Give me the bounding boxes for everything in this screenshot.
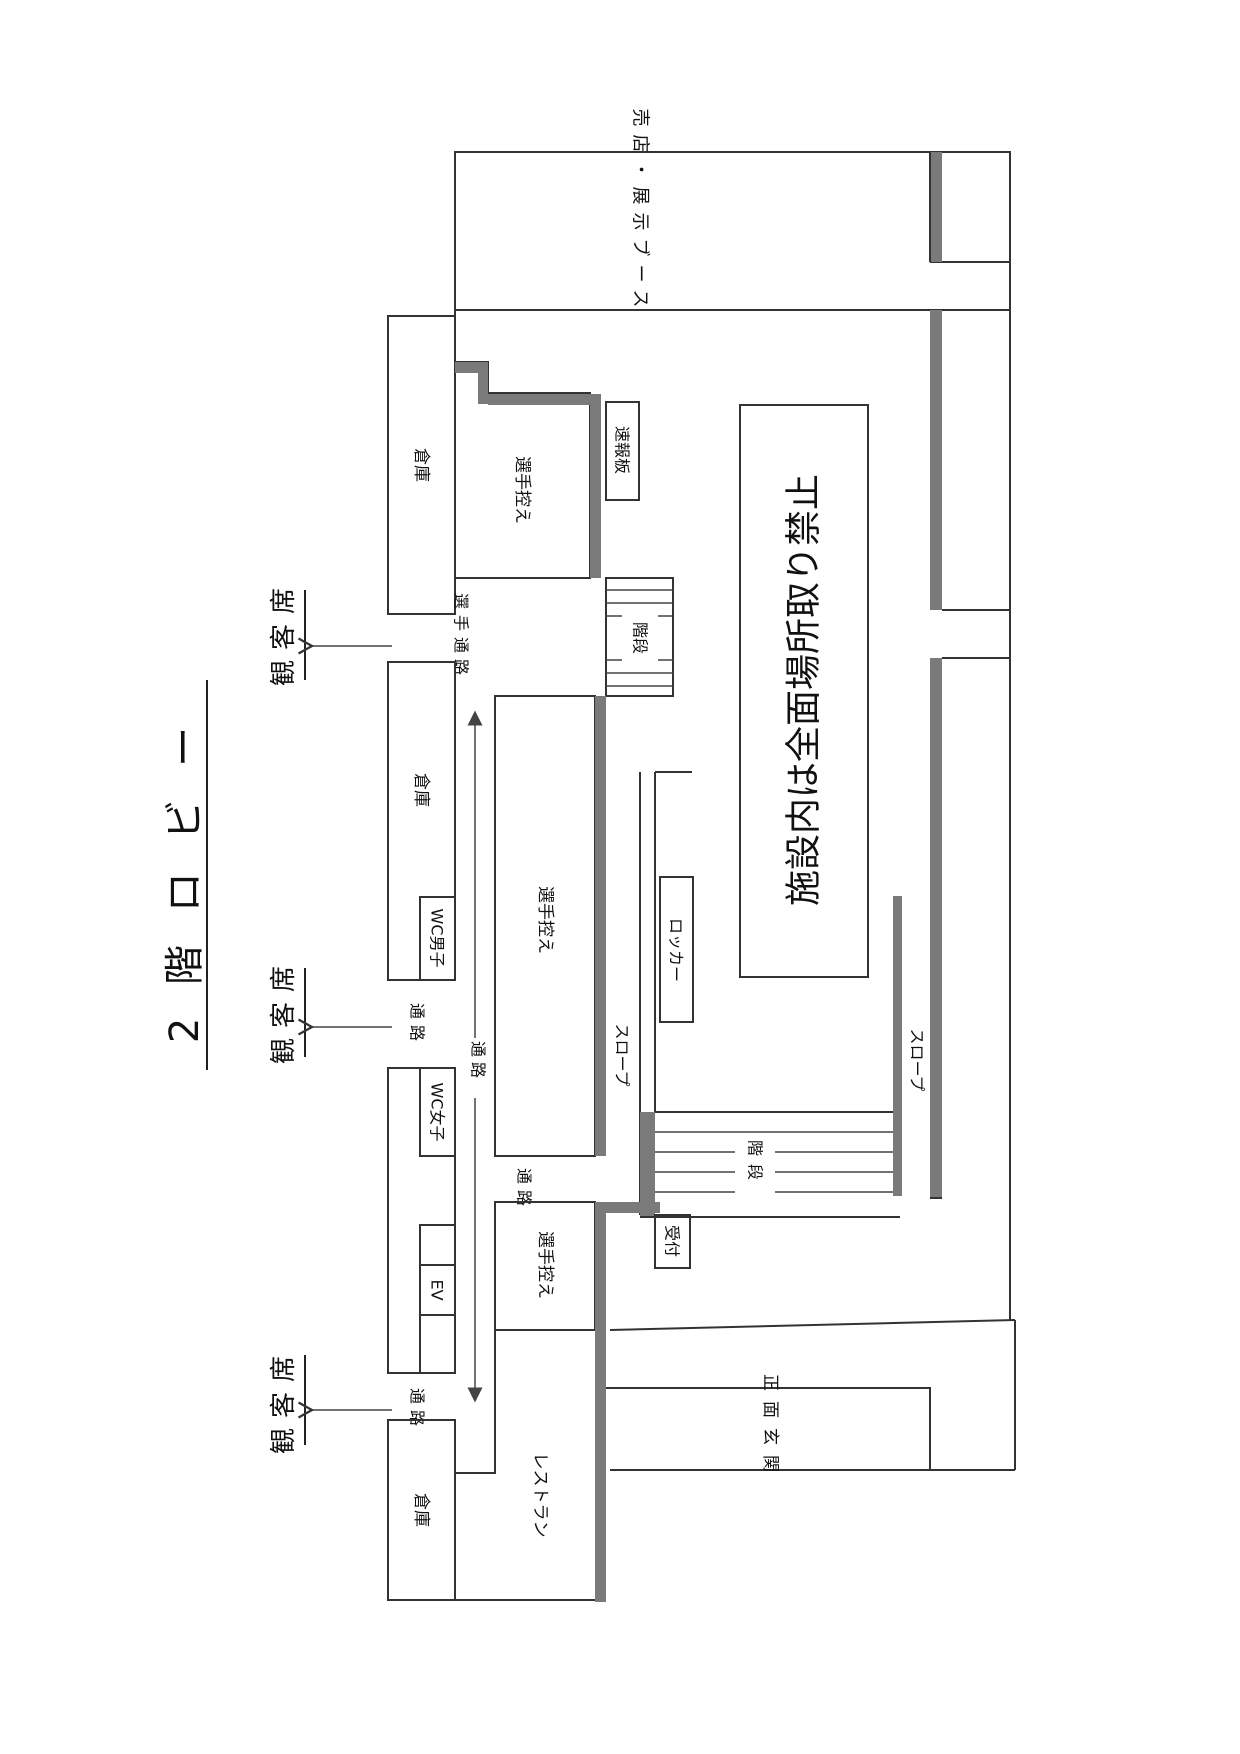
restaurant-label: レストラン [530, 1453, 550, 1538]
waiting-room-middle: 選手控え [494, 695, 606, 1157]
slope-left-label: スロープ [613, 1023, 632, 1086]
restaurant: レストラン [455, 1329, 595, 1601]
main-entrance: 正面玄関 [606, 1374, 931, 1482]
player-passage-label: 選手通路 [452, 593, 471, 681]
reception-label: 受付 [663, 1225, 682, 1257]
reception: 受付 [654, 1214, 691, 1269]
locker: ロッカー [659, 876, 694, 1023]
storage-top: 倉庫 [387, 315, 456, 615]
slope-right: スロープ [893, 896, 942, 1199]
storage-middle-label: 倉庫 [411, 773, 431, 807]
floor-title: 2 階 ロ ビ ー [162, 717, 208, 1043]
seating-bottom: 観客席 [269, 1346, 392, 1454]
storage-top-label: 倉庫 [411, 448, 431, 482]
wc-women-block: WC女子 [387, 1067, 456, 1374]
stairs-top: 階段 [605, 577, 674, 697]
locker-label: ロッカー [667, 918, 686, 982]
scoreboard-label: 速報板 [613, 426, 632, 474]
passage-bottom-label: 通路 [408, 1388, 427, 1432]
wc-men-label: WC男子 [428, 909, 447, 968]
shop-label: 売店・展示ブース [630, 108, 652, 315]
waiting-bottom-label: 選手控え [535, 1231, 555, 1299]
shop-booth: 売店・展示ブース [630, 108, 942, 316]
seating-middle: 観客席 [269, 956, 392, 1064]
seating-top: 観客席 [269, 578, 392, 686]
no-reservation-area: 施設内は全面場所取り禁止 [739, 404, 869, 978]
seating-label-bottom: 観客席 [269, 1346, 299, 1454]
passage-vertical-label: 通路 [469, 1041, 488, 1083]
seating-label-top: 観客席 [269, 578, 299, 686]
stairs-bottom: 階段 [640, 1111, 900, 1218]
slope-right-label: スロープ [908, 1028, 927, 1091]
main-entrance-label: 正面玄関 [760, 1374, 780, 1482]
right-walls [930, 310, 1010, 1198]
waiting-middle-label: 選手控え [535, 886, 555, 954]
waiting-room-top: 選手控え [454, 361, 601, 579]
waiting-top-label: 選手控え [512, 456, 532, 524]
scoreboard: 速報板 [605, 401, 640, 501]
passage-vertical: 通路 [467, 710, 488, 1403]
stairs-top-label: 階段 [631, 622, 650, 654]
storage-bottom: 倉庫 [387, 1419, 456, 1601]
stairs-bottom-label: 階段 [746, 1140, 765, 1188]
passage-center-label: 通路 [515, 1168, 534, 1212]
passage-top-label: 通路 [408, 1003, 427, 1047]
elevator: EV [419, 1264, 456, 1316]
no-reservation-notice: 施設内は全面場所取り禁止 [784, 474, 825, 906]
wc-women-label: WC女子 [428, 1083, 447, 1142]
wc-men: WC男子 [419, 896, 456, 981]
elevator-label: EV [428, 1279, 447, 1300]
seating-label-middle: 観客席 [269, 956, 299, 1064]
waiting-room-bottom: 選手控え [494, 1201, 660, 1602]
storage-bottom-label: 倉庫 [411, 1493, 431, 1527]
